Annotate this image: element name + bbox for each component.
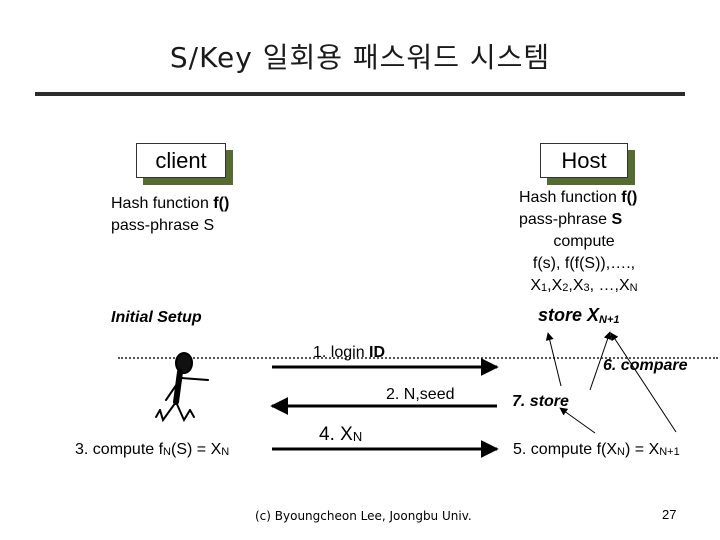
page-number: 27	[662, 507, 676, 522]
arrow-store-from-compute	[560, 408, 595, 433]
arrow-compare-up	[548, 333, 561, 386]
user-figure-icon	[156, 353, 208, 420]
footer-credit: (c) Byoungcheon Lee, Joongbu Univ.	[255, 509, 472, 523]
arrow-compare-up-right	[611, 333, 676, 432]
arrow-store-up	[590, 332, 610, 390]
